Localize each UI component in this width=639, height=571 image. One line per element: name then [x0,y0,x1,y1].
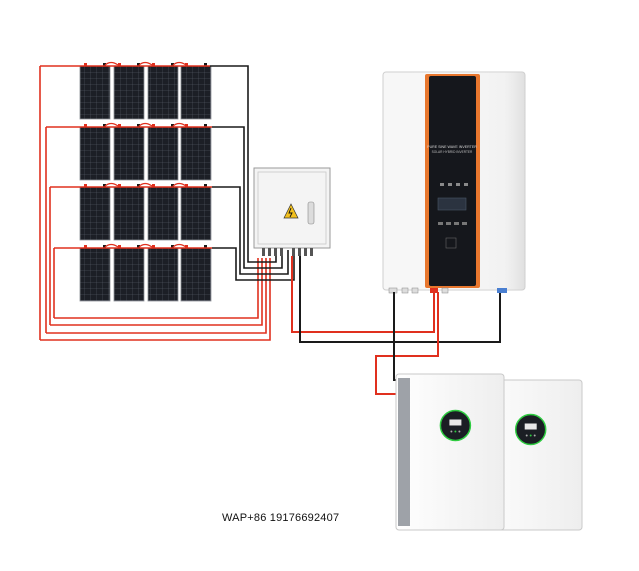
solar-panel-array [79,61,212,302]
solar-panel [79,63,111,120]
battery-side-panel [398,378,410,526]
solar-panel [79,245,111,302]
panel-jumper-wire [172,243,187,248]
panel-jumper-wire [172,61,187,66]
battery-bank [395,373,583,531]
panel-jumper-wire [104,243,119,248]
solar-panel [113,184,145,241]
panel-jumper-wire [138,243,153,248]
inverter-label-line1: PURE SINE WAVE INVERTER [427,145,477,149]
solar-panel [113,63,145,120]
solar-panel [147,245,179,302]
panel-jumper-wire [104,182,119,187]
panel-jumper-wire [172,182,187,187]
solar-panel [180,245,212,302]
contact-text: WAP+86 19176692407 [222,512,340,524]
high-voltage-warning-icon [283,203,299,219]
inverter-label-line2: SOLAR HYBRID INVERTER [432,150,473,154]
solar-panel [147,63,179,120]
battery-module-left [395,373,505,531]
solar-panel [180,184,212,241]
inverter-led-indicators [440,183,468,186]
inverter-lcd-screen [437,197,467,211]
panel-jumper-wire [138,122,153,127]
solar-panel [180,124,212,181]
inverter-logo-icon [445,237,457,249]
solar-panel [147,124,179,181]
solar-panel [113,124,145,181]
pv-string-wiring [39,65,295,341]
panel-jumper-wire [138,61,153,66]
solar-panel [79,124,111,181]
solar-panel [113,245,145,302]
panel-jumper-wire [172,122,187,127]
panel-jumper-wire [104,61,119,66]
combiner-to-inverter-wiring [291,256,501,343]
hybrid-inverter: PURE SINE WAVE INVERTER SOLAR HYBRID INV… [382,71,526,294]
panel-jumper-wire [138,182,153,187]
panel-jumper-wire [104,122,119,127]
solar-panel [147,184,179,241]
solar-panel [180,63,212,120]
solar-panel [79,184,111,241]
inverter-buttons [438,222,467,225]
pv-combiner-box [253,167,331,256]
inverter-terminals [388,287,507,294]
